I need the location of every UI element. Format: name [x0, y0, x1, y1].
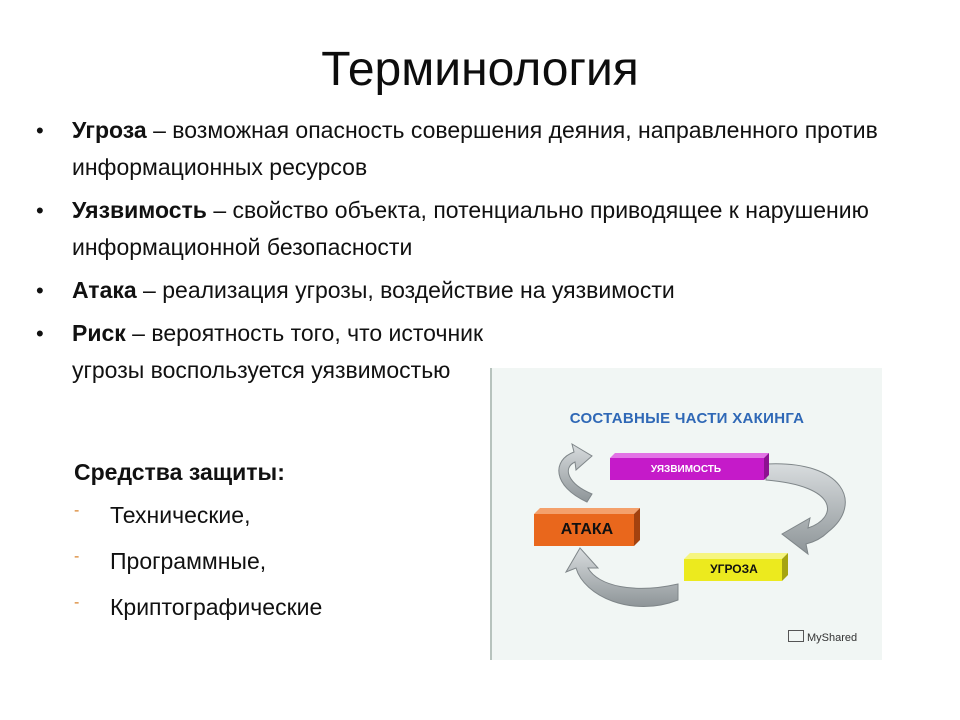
attack-box	[534, 514, 634, 546]
protection-item-label: Технические,	[110, 502, 251, 528]
term-definition: – свойство объекта, потенциально приводя…	[72, 197, 869, 260]
watermark-text: MyShared	[807, 632, 858, 644]
cycle-arrow-top-left	[558, 442, 593, 503]
definition-list: • Угроза – возможная опасность совершени…	[36, 112, 916, 395]
protection-means: Средства защиты: - Технические, - Програ…	[74, 452, 494, 630]
watermark: MyShared	[788, 630, 857, 644]
cycle-arrow-right	[765, 463, 846, 556]
bullet-icon: •	[36, 198, 44, 223]
protection-item: - Технические,	[74, 492, 494, 538]
myshared-logo-icon	[788, 630, 804, 642]
term: Риск	[72, 320, 126, 346]
attack-box-top	[534, 508, 640, 514]
vulnerability-box-side	[764, 453, 769, 480]
dash-icon: -	[74, 502, 80, 519]
protection-item-label: Криптографические	[110, 594, 323, 620]
bullet-icon: •	[36, 118, 44, 143]
dash-icon: -	[74, 548, 80, 565]
definition-attack: • Атака – реализация угрозы, воздействие…	[36, 272, 916, 309]
hacking-components-diagram: СОСТАВНЫЕ ЧАСТИ ХАКИНГА УЯЗВИМОСТЬ АТАКА…	[490, 368, 882, 660]
vulnerability-box	[610, 458, 764, 480]
attack-box-side	[634, 508, 640, 546]
definition-vulnerability: • Уязвимость – свойство объекта, потенци…	[36, 192, 916, 266]
threat-box-side	[782, 553, 788, 581]
protection-item-label: Программные,	[110, 548, 267, 574]
bullet-icon: •	[36, 278, 44, 303]
definition-risk: • Риск – вероятность того, что источник …	[36, 315, 502, 389]
term-definition: – возможная опасность совершения деяния,…	[72, 117, 878, 180]
protection-title: Средства защиты:	[74, 459, 285, 485]
term: Уязвимость	[72, 197, 207, 223]
threat-label: УГРОЗА	[710, 562, 758, 576]
term: Угроза	[72, 117, 147, 143]
bullet-icon: •	[36, 321, 44, 346]
attack-label: АТАКА	[560, 521, 614, 538]
slide-title: Терминология	[321, 43, 639, 96]
threat-box-top	[684, 553, 788, 559]
term: Атака	[72, 277, 137, 303]
definition-threat: • Угроза – возможная опасность совершени…	[36, 112, 916, 186]
protection-item: - Криптографические	[74, 584, 494, 630]
diagram-title: СОСТАВНЫЕ ЧАСТИ ХАКИНГА	[569, 410, 805, 427]
cycle-arrow-bottom-left	[564, 547, 679, 608]
threat-box	[684, 559, 782, 581]
diagram-graphics	[534, 442, 846, 608]
dash-icon: -	[74, 594, 80, 611]
vulnerability-box-top	[610, 453, 769, 458]
term-definition: – реализация угрозы, воздействие на уязв…	[136, 277, 675, 303]
vulnerability-label: УЯЗВИМОСТЬ	[650, 464, 722, 475]
protection-item: - Программные,	[74, 538, 494, 584]
term-definition: – вероятность того, что источник угрозы …	[72, 320, 484, 383]
